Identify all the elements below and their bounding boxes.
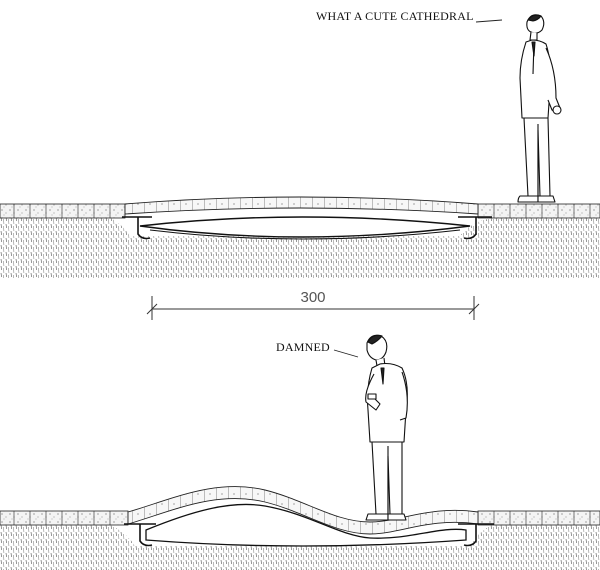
bottom-speech-caption: DAMNED [276, 340, 330, 354]
top-pavement-right [477, 203, 600, 219]
standing-man-looking-up-icon [517, 14, 562, 203]
bottom-pavement-joints [13, 511, 591, 525]
bottom-support-right [458, 523, 494, 547]
dimension-line [146, 296, 480, 320]
top-pavement-joints [13, 204, 591, 218]
bottom-pavement-left [0, 510, 129, 526]
dimension-label: 300 [300, 289, 325, 306]
top-support-right [458, 216, 492, 240]
top-bridge-deck [124, 196, 479, 215]
top-cavity [139, 216, 471, 238]
bottom-cavity [145, 503, 467, 547]
top-pavement-left [0, 203, 126, 219]
top-section [0, 196, 600, 278]
bottom-soil [0, 525, 600, 570]
standing-man-looking-down-icon [365, 334, 408, 521]
bottom-speech-pointer [333, 349, 359, 358]
bottom-support-left [124, 523, 156, 547]
top-soil [0, 218, 600, 278]
top-support-left [122, 216, 152, 240]
top-speech-pointer [475, 19, 503, 23]
bottom-section [0, 486, 600, 570]
top-speech-caption: WHAT A CUTE CATHEDRAL [316, 9, 474, 23]
bottom-pavement-right [477, 510, 600, 526]
